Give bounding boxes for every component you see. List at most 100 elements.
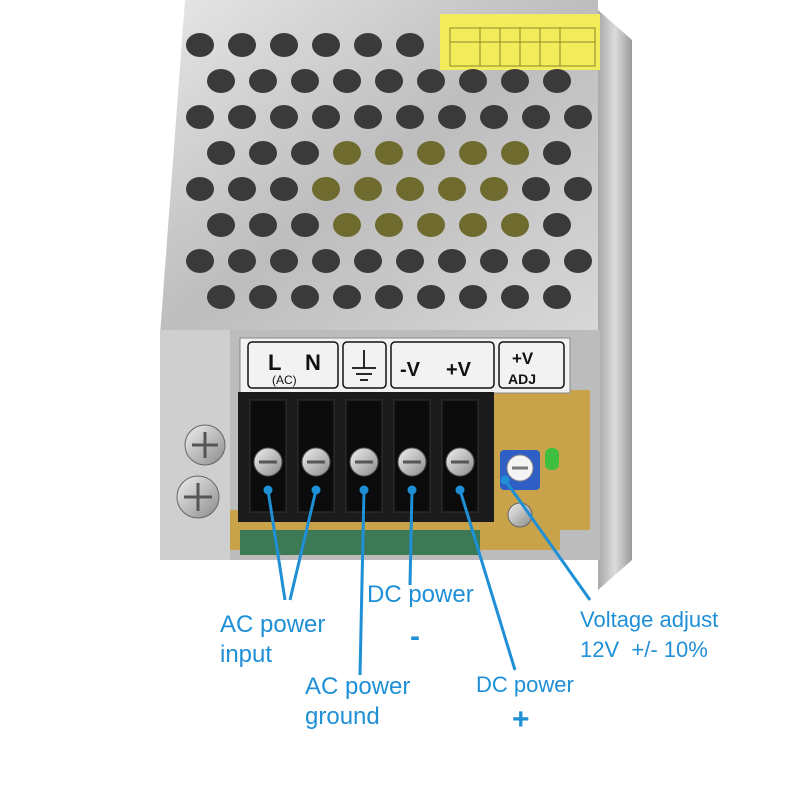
vent-hole — [480, 249, 508, 273]
vent-hole — [291, 285, 319, 309]
vent-hole — [228, 33, 256, 57]
vent-hole — [312, 177, 340, 201]
vent-hole — [564, 105, 592, 129]
vent-hole — [522, 177, 550, 201]
vent-hole — [249, 285, 277, 309]
vent-hole — [480, 177, 508, 201]
vent-hole — [270, 105, 298, 129]
vent-hole — [396, 249, 424, 273]
vent-hole — [459, 141, 487, 165]
vent-hole — [501, 213, 529, 237]
warning-sticker — [440, 14, 600, 70]
label-dc-negative-symbol: - — [410, 620, 420, 653]
vent-hole — [312, 33, 340, 57]
vent-hole — [228, 105, 256, 129]
vent-hole — [417, 141, 445, 165]
vent-hole — [417, 285, 445, 309]
vent-hole — [501, 141, 529, 165]
annotation-arrow — [458, 489, 517, 671]
vent-hole — [186, 105, 214, 129]
terminal-block — [238, 392, 494, 522]
arrow-head — [500, 475, 510, 485]
label-ac-power-ground: AC power ground — [305, 672, 410, 732]
vent-hole — [543, 69, 571, 93]
plate-neg-v: -V — [400, 359, 421, 381]
label-ac-power-input: AC power input — [220, 610, 325, 670]
vent-hole — [207, 69, 235, 93]
label-voltage-adjust: Voltage adjust 12V +/- 10% — [580, 605, 718, 665]
vent-hole — [333, 141, 361, 165]
label-vadj-line1: Voltage adjust — [580, 607, 719, 632]
plate-adj-bottom: ADJ — [508, 371, 536, 387]
vent-hole — [375, 285, 403, 309]
vent-hole — [228, 249, 256, 273]
vent-hole — [459, 69, 487, 93]
vent-hole — [522, 105, 550, 129]
label-ac-input-line2: input — [220, 641, 273, 668]
vent-hole — [375, 141, 403, 165]
vent-hole — [354, 105, 382, 129]
voltage-adjust-potentiometer — [500, 450, 540, 490]
vent-hole — [396, 177, 424, 201]
vent-hole — [249, 141, 277, 165]
vent-hole — [396, 105, 424, 129]
label-vadj-line2: 12V +/- 10% — [580, 637, 708, 662]
vent-hole — [207, 213, 235, 237]
vent-hole — [480, 105, 508, 129]
vent-hole — [522, 249, 550, 273]
annotation-arrows — [263, 475, 592, 676]
vent-hole — [354, 249, 382, 273]
label-ac-ground-line1: AC power — [305, 673, 411, 700]
vent-hole — [291, 213, 319, 237]
vent-hole — [543, 213, 571, 237]
vent-hole — [375, 69, 403, 93]
annotation-arrow — [288, 489, 318, 601]
vent-hole — [270, 249, 298, 273]
annotation-arrow — [503, 479, 592, 601]
power-led-icon — [545, 448, 559, 470]
vent-hole — [564, 177, 592, 201]
vent-hole — [228, 177, 256, 201]
vent-hole — [249, 213, 277, 237]
arrow-head — [359, 485, 369, 495]
vent-hole — [270, 33, 298, 57]
ventilation-holes — [186, 33, 592, 309]
vent-hole — [312, 249, 340, 273]
vent-hole — [207, 141, 235, 165]
vent-hole — [333, 213, 361, 237]
vent-hole — [438, 177, 466, 201]
vent-hole — [333, 285, 361, 309]
vent-hole — [501, 285, 529, 309]
label-dc-positive-symbol: + — [512, 703, 530, 736]
vent-hole — [543, 285, 571, 309]
arrow-head — [263, 485, 273, 495]
plate-pos-v: +V — [446, 359, 472, 381]
pcb-green — [240, 530, 480, 555]
annotation-arrow — [266, 489, 287, 601]
annotation-arrow — [408, 489, 414, 586]
vent-hole — [459, 285, 487, 309]
arrow-head — [311, 485, 321, 495]
label-dc-power-negative: DC power — [367, 581, 474, 608]
vent-hole — [417, 69, 445, 93]
vent-hole — [543, 141, 571, 165]
plate-ac: (AC) — [272, 373, 297, 387]
terminal-label-plate: L N (AC) -V +V +V ADJ — [239, 337, 571, 394]
vent-hole — [501, 69, 529, 93]
plate-adj-top: +V — [512, 349, 534, 368]
plate-l: L — [268, 350, 281, 375]
label-dc-power-positive: DC power — [476, 672, 574, 697]
vent-hole — [417, 213, 445, 237]
vent-hole — [186, 33, 214, 57]
vent-hole — [354, 177, 382, 201]
vent-hole — [312, 105, 340, 129]
mounting-screw-top — [184, 424, 226, 466]
vent-hole — [291, 69, 319, 93]
vent-hole — [564, 249, 592, 273]
vent-hole — [186, 249, 214, 273]
vent-hole — [186, 177, 214, 201]
annotation-arrow — [358, 489, 366, 676]
mounting-screw-bottom — [176, 475, 220, 519]
vent-hole — [354, 33, 382, 57]
